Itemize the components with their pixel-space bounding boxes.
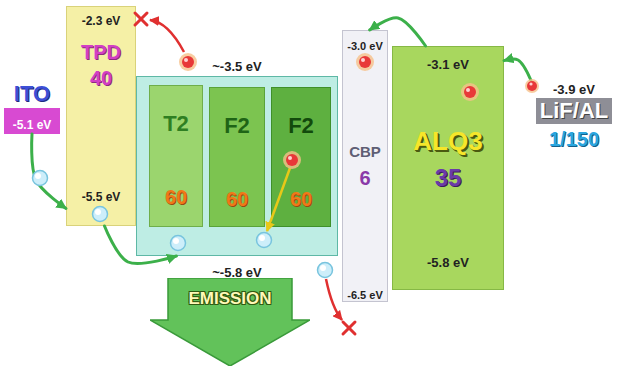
- text-slot: ~-3.5 eV: [137, 57, 337, 75]
- layer-name: TPD: [81, 41, 121, 63]
- layer-block: -2.3 eV TPD 40 -5.5 eV: [66, 6, 136, 226]
- block-mark: [343, 322, 355, 334]
- thickness-label: 1/150: [549, 128, 599, 150]
- energy-label: -3.9 eV: [553, 83, 595, 97]
- energy-label: -5.5 eV: [82, 191, 121, 204]
- text-slot: -6.5 eV: [343, 285, 387, 303]
- energy-label: ~-3.5 eV: [212, 60, 262, 74]
- hole-dot: [171, 236, 186, 251]
- carrier-arrow: [32, 134, 66, 208]
- electrode-block: -3.9 eVLiF/AL 1/150: [520, 80, 628, 152]
- layer-name: ALQ3: [413, 127, 482, 156]
- electron-dot: [461, 83, 479, 101]
- text-slot: 35: [393, 165, 503, 191]
- blocked-arrow: [326, 279, 342, 320]
- layer-name: CBP: [349, 144, 381, 161]
- text-slot: -5.5 eV: [67, 187, 135, 205]
- hole-dot: [33, 171, 48, 186]
- layer-name: LiF/AL: [536, 98, 612, 124]
- layer-block: F2 60: [271, 87, 331, 227]
- text-slot: 6: [343, 167, 387, 189]
- text-slot: 1/150: [520, 128, 628, 150]
- text-slot: -3.9 eV: [520, 80, 628, 98]
- energy-label: ~-5.8 eV: [212, 266, 262, 280]
- layer-block: T2 60: [149, 85, 203, 227]
- hole-dot: [318, 263, 333, 278]
- energy-label: -5.1 eV: [13, 119, 52, 132]
- carrier-arrow: [370, 18, 426, 46]
- text-slot: -3.1 eV: [393, 55, 503, 73]
- text-slot: TPD: [67, 41, 135, 63]
- text-slot: ITO: [4, 82, 60, 106]
- thickness-label: 60: [226, 188, 248, 210]
- layer-block: F2 60: [209, 87, 265, 227]
- recombination-line: [267, 168, 290, 231]
- text-slot: 40: [67, 67, 135, 89]
- text-slot: -5.1 eV: [4, 115, 60, 133]
- electron-dot: [356, 53, 374, 71]
- text-slot: 60: [210, 188, 264, 210]
- layer-name: F2: [224, 114, 250, 138]
- text-slot: 60: [272, 188, 330, 210]
- text-slot: ~-5.8 eV: [137, 263, 337, 281]
- electron-dot: [179, 53, 197, 71]
- thickness-label: 60: [165, 186, 187, 208]
- emission-label: EMISSION: [188, 290, 271, 309]
- energy-label: -3.1 eV: [427, 58, 469, 72]
- text-slot: LiF/AL: [520, 98, 628, 124]
- hole-dot: [257, 233, 272, 248]
- energy-label: -2.3 eV: [82, 15, 121, 28]
- text-slot: -5.8 eV: [393, 253, 503, 271]
- thickness-label: 40: [90, 67, 112, 89]
- carrier-arrow: [105, 226, 177, 264]
- text-slot: EMISSION: [150, 290, 310, 309]
- electron-dot: [283, 151, 301, 169]
- layer-block: -3.1 eV ALQ3 35 -5.8 eV: [392, 46, 504, 290]
- blocked-arrow: [150, 20, 184, 52]
- text-slot: -3.0 eV: [343, 36, 387, 54]
- thickness-label: 60: [290, 188, 312, 210]
- emission-arrow: EMISSION: [150, 278, 310, 366]
- electron-dot: [525, 79, 539, 93]
- text-slot: F2: [272, 114, 330, 138]
- arrow-outline: [150, 278, 310, 366]
- hole-dot: [93, 207, 108, 222]
- energy-label: -6.5 eV: [347, 289, 382, 301]
- text-slot: F2: [210, 114, 264, 138]
- layer-name: ITO: [14, 82, 50, 106]
- text-slot: T2: [150, 112, 202, 136]
- thickness-label: 6: [359, 167, 370, 189]
- block-mark: [135, 13, 147, 25]
- energy-label: -3.0 eV: [347, 40, 382, 52]
- electrode-block: ITO -5.1 eV: [4, 80, 60, 134]
- layer-block: -3.0 eV CBP 6 -6.5 eV: [342, 30, 388, 302]
- text-slot: CBP: [343, 143, 387, 161]
- text-slot: ALQ3: [393, 127, 503, 156]
- text-slot: -2.3 eV: [67, 11, 135, 29]
- emissive-region: ~-3.5 eV~-5.8 eVT260F260F260: [136, 76, 338, 256]
- text-slot: 60: [150, 186, 202, 208]
- thickness-label: 35: [435, 165, 462, 191]
- energy-label: -5.8 eV: [427, 256, 469, 270]
- layer-name: F2: [288, 114, 314, 138]
- layer-name: T2: [163, 112, 189, 136]
- carrier-arrow: [504, 59, 531, 80]
